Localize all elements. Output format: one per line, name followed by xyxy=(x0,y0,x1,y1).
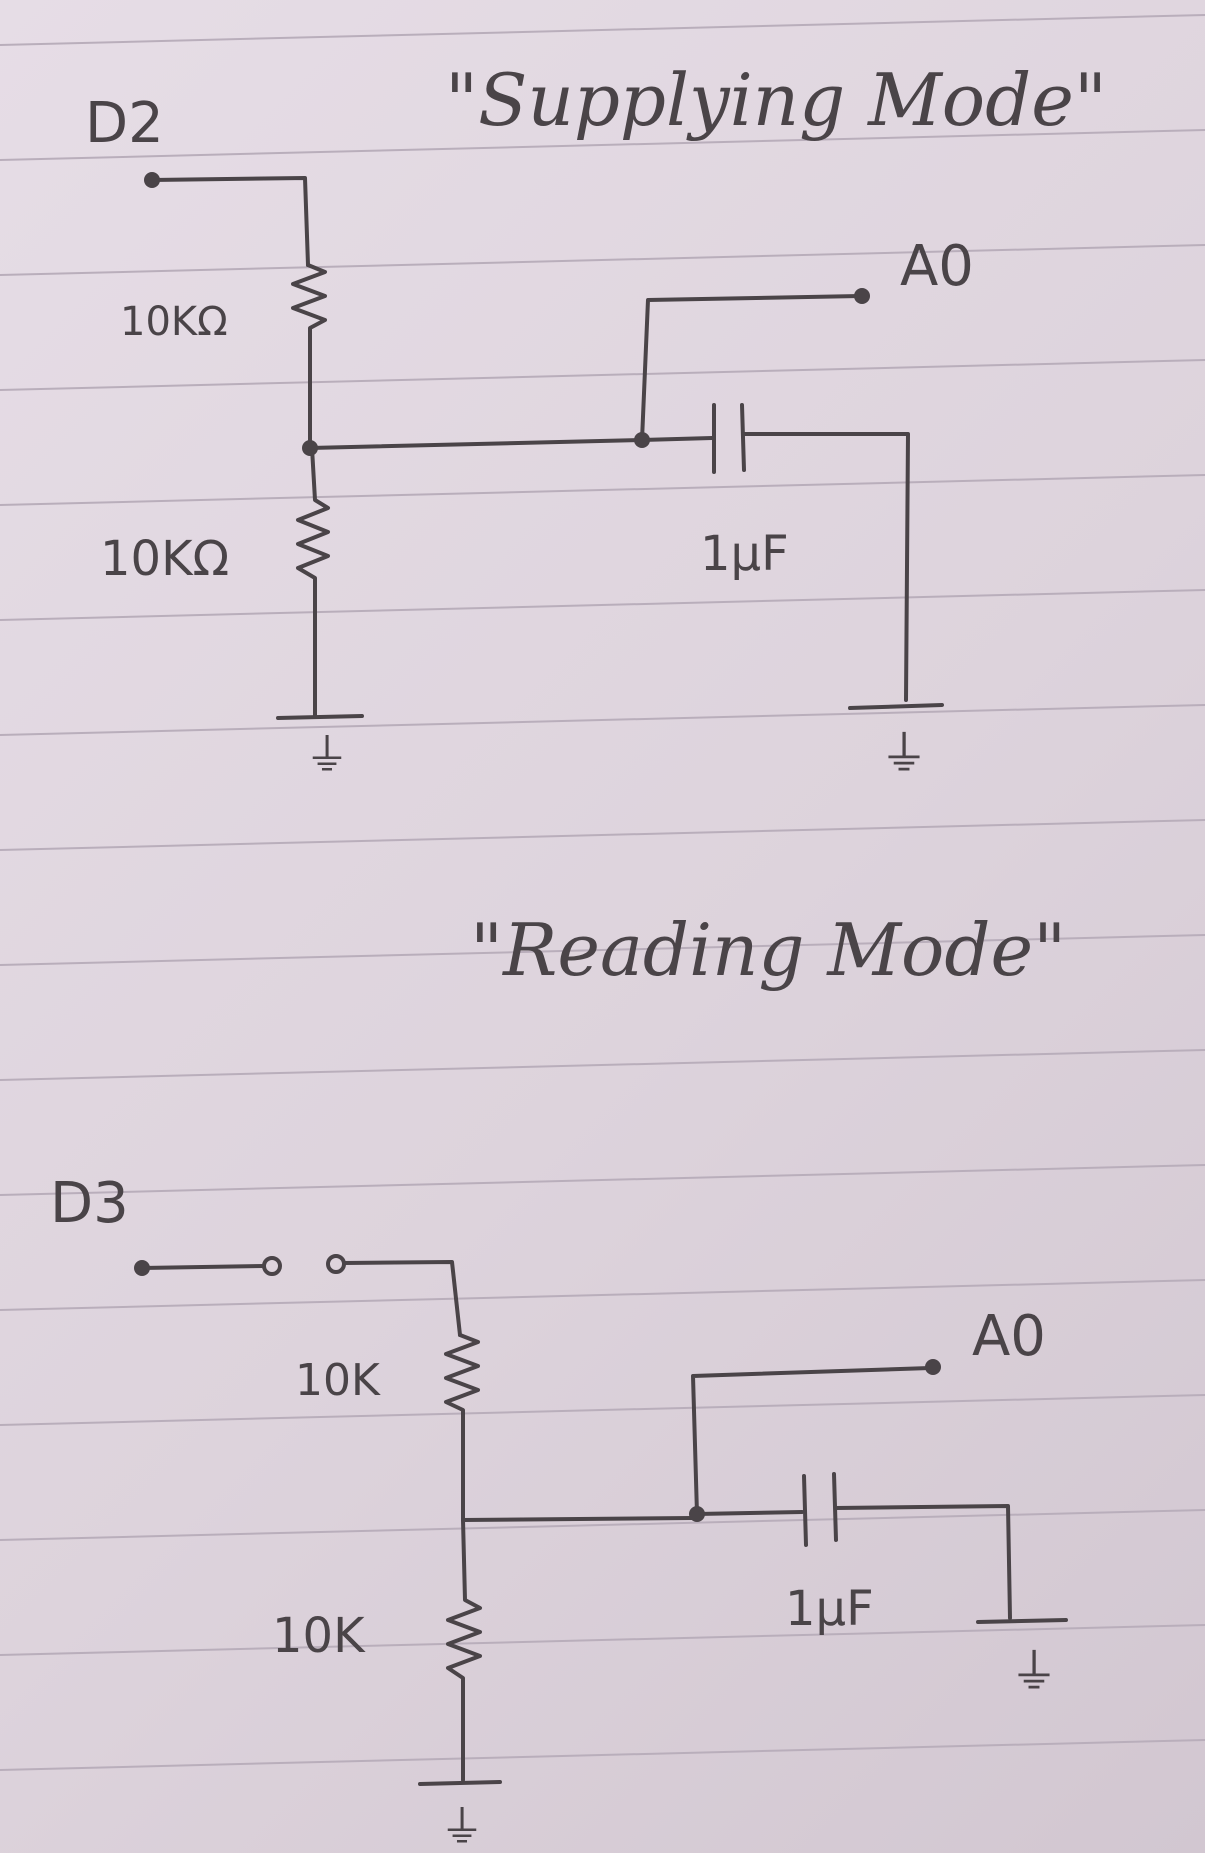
supplying-mode-circuit: "Supplying Mode" D2 10KΩ 10KΩ ⏚ A0 1µF ⏚ xyxy=(85,58,1107,782)
reading-ground-left-symbol xyxy=(418,1780,502,1786)
supplying-title: "Supplying Mode" xyxy=(445,58,1107,142)
supplying-resistor-bottom xyxy=(296,446,330,717)
reading-ground-right-label: ⏚ xyxy=(1010,1644,1058,1700)
reading-switch-contact-a xyxy=(262,1256,282,1276)
supplying-resistor-top xyxy=(291,263,327,442)
supplying-cap-label: 1µF xyxy=(700,526,789,582)
reading-ground-left-label: ⏚ xyxy=(440,1802,484,1853)
reading-r-top-label: 10K xyxy=(295,1355,381,1406)
reading-resistor-bottom xyxy=(446,1518,482,1782)
supplying-cap-lead-left xyxy=(640,436,714,442)
supplying-ground-left-symbol xyxy=(276,714,364,720)
reading-cap-lead-right xyxy=(834,1504,1012,1620)
reading-pin-label: D3 xyxy=(50,1171,129,1236)
supplying-pin-label: D2 xyxy=(85,91,164,156)
reading-title: "Reading Mode" xyxy=(470,908,1066,992)
supplying-output-label: A0 xyxy=(900,234,974,299)
supplying-cap-lead-right xyxy=(742,432,910,702)
supplying-ground-left-label: ⏚ xyxy=(305,730,349,781)
reading-mode-circuit: "Reading Mode" D3 10K 10K ⏚ A0 1µF ⏚ xyxy=(50,908,1068,1853)
reading-switch-contact-b xyxy=(326,1254,346,1274)
supplying-a0-terminal xyxy=(854,288,870,304)
supplying-a0-wire xyxy=(640,294,862,442)
reading-mid-wire xyxy=(461,1516,694,1522)
supplying-mid-wire xyxy=(308,438,644,450)
reading-capacitor xyxy=(802,1472,838,1547)
reading-switch-wire xyxy=(342,1260,462,1337)
supplying-ground-right-symbol xyxy=(848,703,944,710)
reading-cap-lead-left xyxy=(695,1510,804,1516)
ruled-lines xyxy=(0,14,1205,1771)
supplying-r-top-label: 10KΩ xyxy=(120,299,228,345)
reading-cap-label: 1µF xyxy=(785,1581,874,1637)
supplying-input-wire xyxy=(150,176,310,267)
reading-resistor-top xyxy=(444,1333,480,1522)
supplying-ground-right-label: ⏚ xyxy=(880,726,928,782)
reading-a0-terminal xyxy=(925,1359,941,1375)
reading-ground-right-symbol xyxy=(976,1618,1068,1624)
reading-a0-wire xyxy=(691,1366,932,1516)
supplying-r-bottom-label: 10KΩ xyxy=(100,531,229,587)
reading-output-label: A0 xyxy=(972,1304,1046,1369)
reading-input-wire xyxy=(140,1264,266,1270)
reading-r-bottom-label: 10K xyxy=(272,1608,366,1664)
supplying-capacitor xyxy=(712,403,746,474)
